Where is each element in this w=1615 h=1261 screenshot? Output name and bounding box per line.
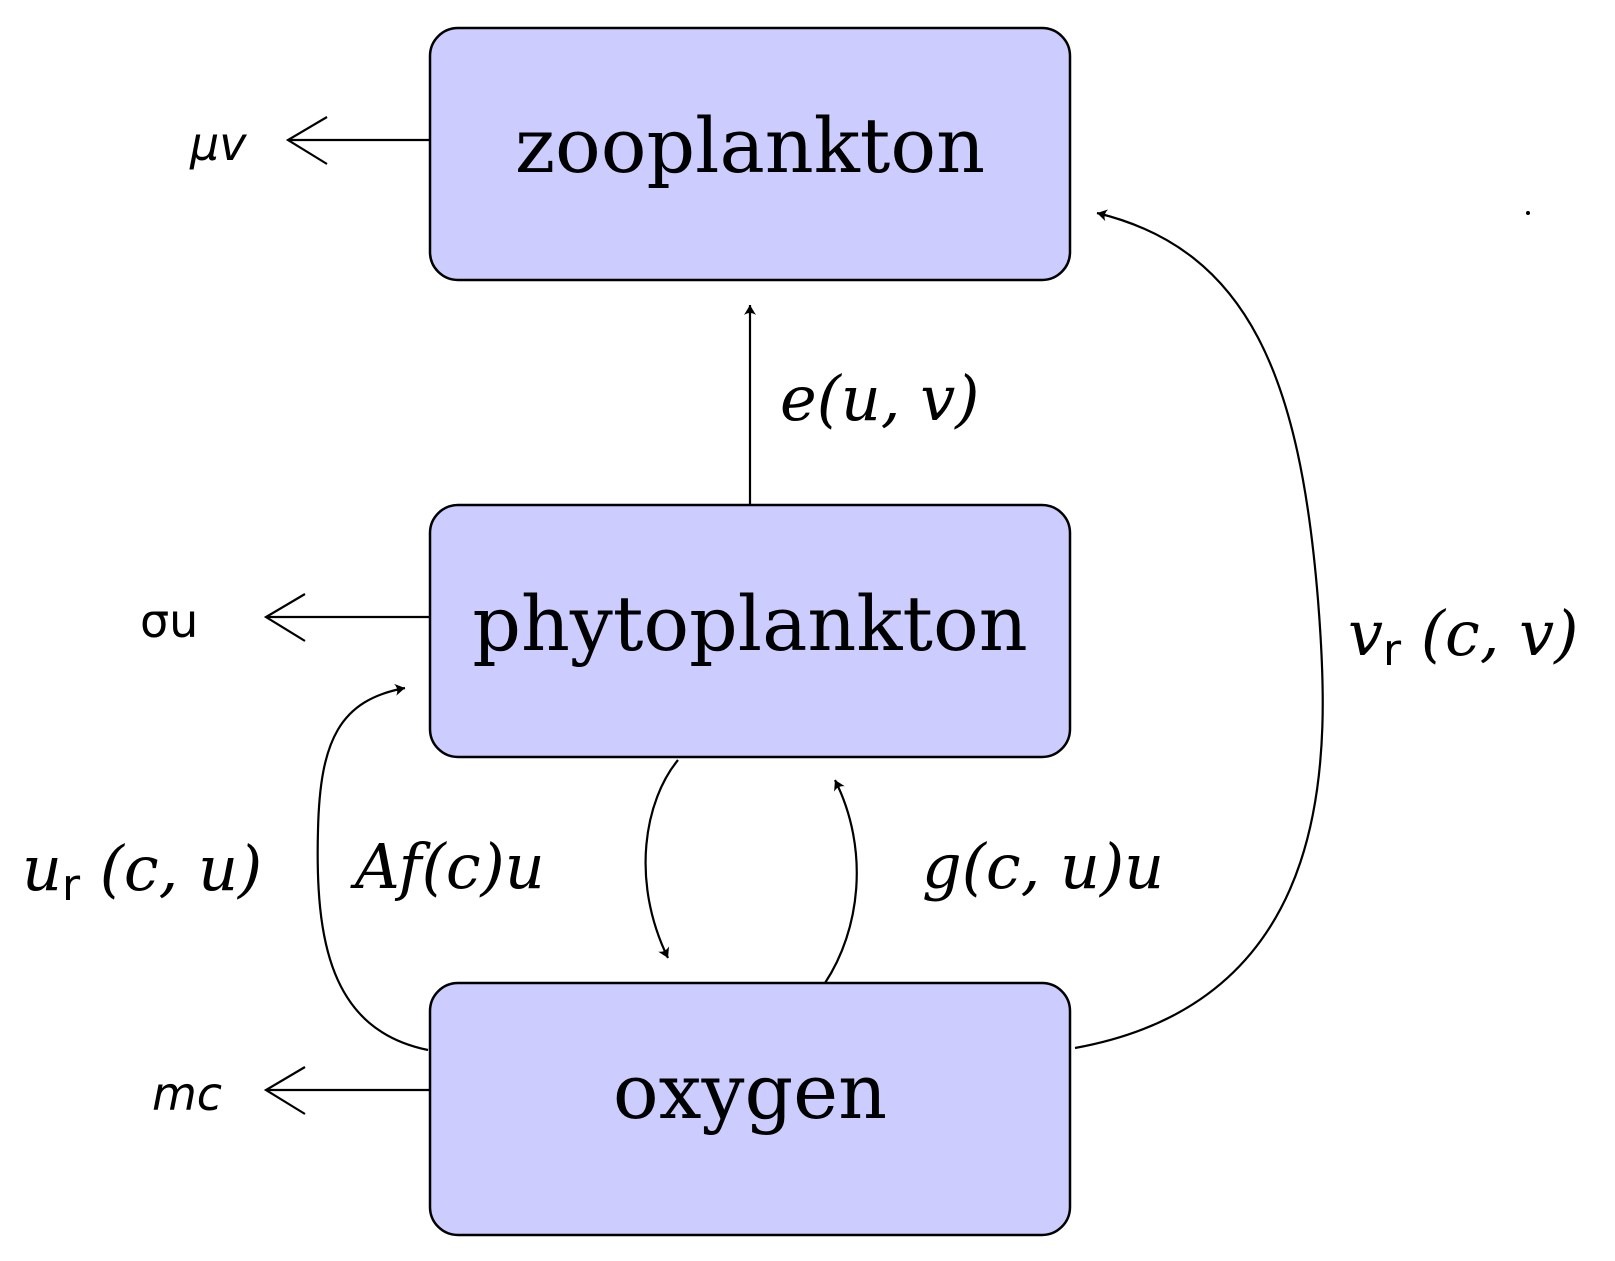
oxygen-to-phyto-arrow xyxy=(316,683,429,1052)
oxygen-loss-arrow xyxy=(263,1066,430,1115)
oxygen-to-zoo-arrow xyxy=(1074,209,1324,1050)
oxygen-label: oxygen xyxy=(613,1047,887,1136)
phyto-to-oxygen-arrow xyxy=(644,759,679,959)
zooplankton-loss-label: μv xyxy=(189,117,247,171)
zooplankton-loss-arrow xyxy=(285,116,430,165)
phytoplankton-loss-arrow xyxy=(263,593,430,642)
oxygen-loss-label: mc xyxy=(152,1067,222,1121)
stray-dot xyxy=(1526,211,1530,215)
phytoplankton-node: phytoplankton xyxy=(428,503,1072,759)
oxygen-to-zoo-label: vr (c, v) xyxy=(1348,597,1578,676)
zooplankton-label: zooplankton xyxy=(515,101,985,190)
oxygen-node: oxygen xyxy=(428,981,1072,1237)
oxygen-to-phyto-growth-arrow xyxy=(824,779,858,984)
phytoplankton-label: phytoplankton xyxy=(472,579,1027,668)
phyto-to-zoo-label: e(u, v) xyxy=(780,362,979,435)
phyto-to-oxygen-label: Af(c)u xyxy=(350,830,545,903)
oxygen-to-phyto-growth-label: g(c, u)u xyxy=(922,830,1164,903)
phytoplankton-loss-label: σu xyxy=(140,594,198,648)
zooplankton-node: zooplankton xyxy=(428,26,1072,282)
oxygen-to-phyto-label: ur (c, u) xyxy=(22,832,262,911)
